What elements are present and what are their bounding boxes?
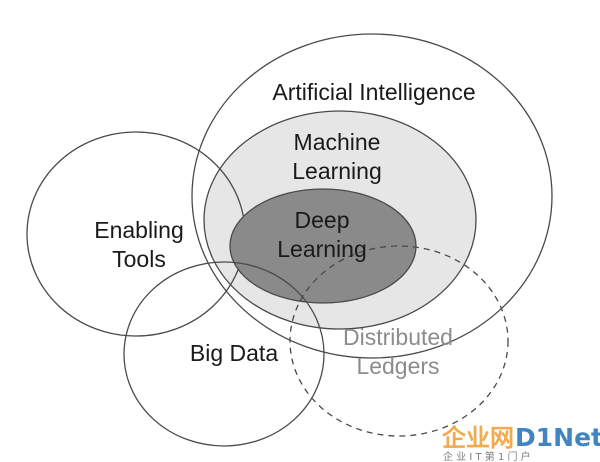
label-machine-line2: Learning (292, 158, 382, 184)
watermark-brand-cn: 企业网 (442, 424, 514, 452)
label-big-data: Big Data (190, 340, 278, 366)
label-deep-line2: Learning (277, 236, 367, 262)
watermark-brand-latin: D1Net (515, 423, 600, 452)
label-enabling-line1: Enabling (94, 217, 184, 243)
label-deep-line1: Deep (295, 207, 350, 233)
deep-learning-circle (229, 188, 417, 304)
big-data-circle (123, 261, 325, 447)
distributed-ledgers-circle (289, 245, 509, 437)
label-machine-line1: Machine (294, 129, 381, 155)
label-distributed-line1: Distributed (343, 324, 453, 350)
label-artificial-intelligence: Artificial Intelligence (272, 79, 475, 105)
watermark-tagline: 企 业 I T 第 1 门 户 (443, 450, 531, 462)
label-enabling-line2: Tools (112, 246, 166, 272)
watermark-logo: 企业网 D1Net 企 业 I T 第 1 门 户 (442, 423, 600, 462)
label-distributed-line2: Ledgers (356, 353, 439, 379)
